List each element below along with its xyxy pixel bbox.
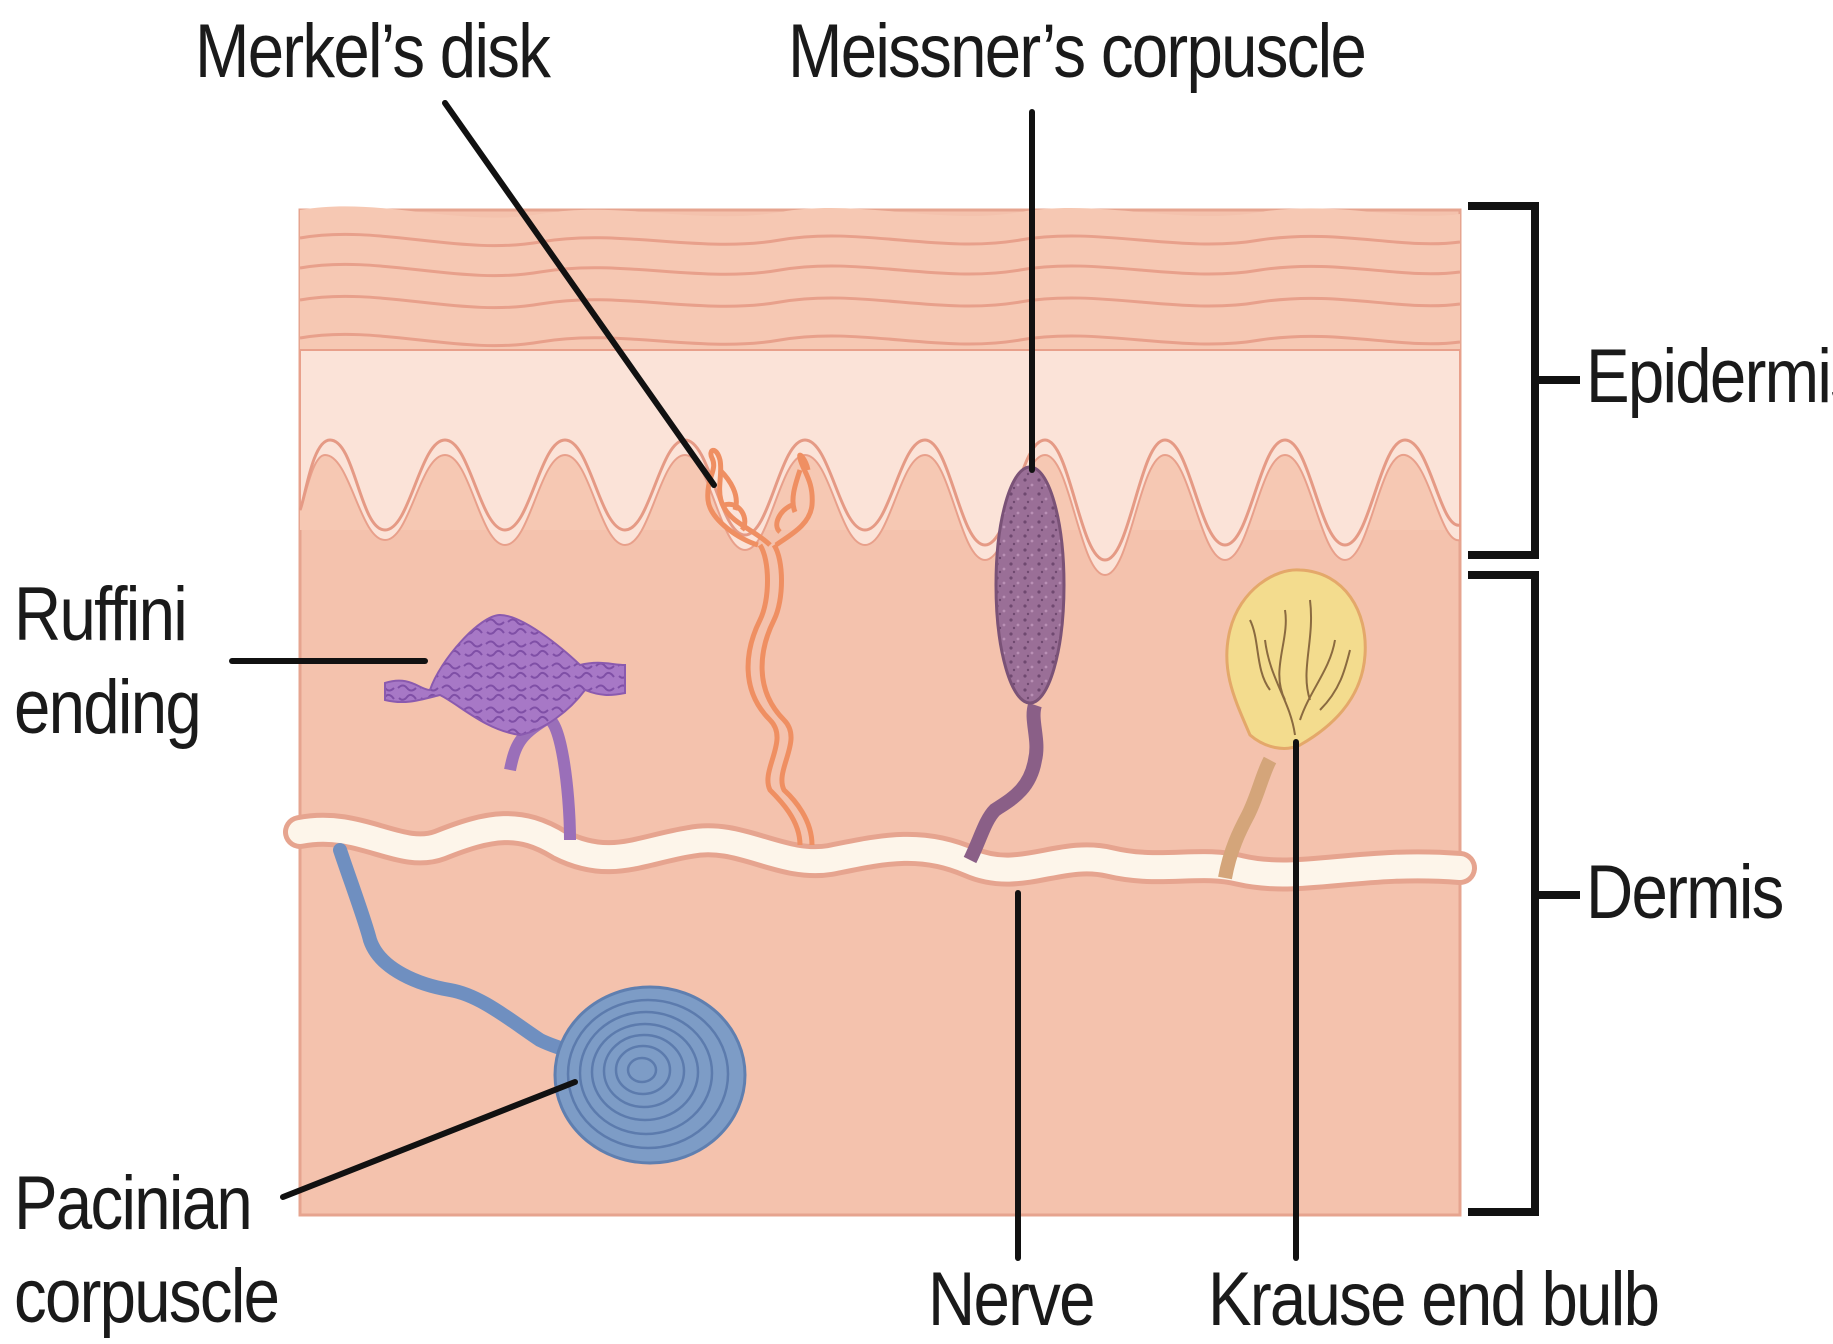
krause-end-bulb-label: Krause end bulb <box>1208 1262 1658 1338</box>
epidermis-bracket <box>1468 206 1535 555</box>
dermis-bracket <box>1468 575 1535 1212</box>
dermis-label: Dermis <box>1586 855 1783 931</box>
ruffini-ending-label: Ruffini ending <box>14 569 200 754</box>
nerve-label: Nerve <box>928 1262 1094 1338</box>
pacinian-corpuscle-label: Pacinian corpuscle <box>14 1158 278 1343</box>
merkels-disk-label: Merkel’s disk <box>195 14 549 90</box>
epidermis-label: Epidermis <box>1586 339 1833 415</box>
layer-brackets <box>1468 206 1580 1212</box>
meissners-corpuscle-label: Meissner’s corpuscle <box>788 14 1365 90</box>
